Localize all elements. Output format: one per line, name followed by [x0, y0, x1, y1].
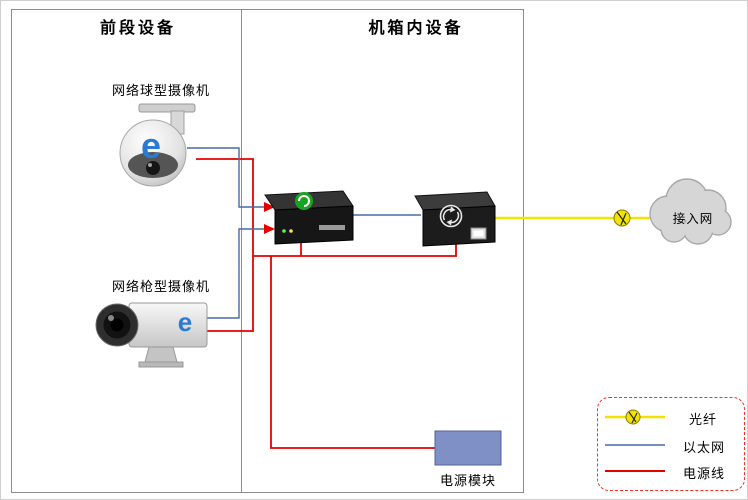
legend-label-ethernet: 以太网: [683, 440, 726, 455]
ethernet-lines: [187, 147, 421, 319]
box-lens-highlight: [108, 315, 114, 321]
converter-a-logo: [295, 192, 313, 210]
arrowhead-top: [264, 202, 275, 212]
box-lens-inner: [110, 318, 124, 332]
box-brand-logo: e: [178, 307, 192, 337]
converter-b-emblem-arc1: [442, 208, 452, 221]
power-module: [434, 430, 502, 466]
converter-b-emblem-arc2: [450, 211, 460, 224]
converter-a-led-green: [282, 229, 286, 233]
ethernet-dome-to-converter: [187, 147, 264, 208]
converter-b-front: [422, 205, 496, 247]
dome-lens-highlight: [148, 163, 152, 167]
converter-a-logo-swirl: [298, 195, 310, 207]
legend-box: [597, 397, 745, 491]
arrowhead-bottom: [264, 224, 275, 234]
access-network-label: 接入网: [672, 212, 714, 226]
dome-camera-label: 网络球型摄像机: [111, 83, 210, 98]
converter-b-emblem-ring: [439, 204, 463, 228]
chassis-equipment-panel: [241, 9, 524, 493]
arrowheads: [264, 202, 275, 234]
legend-fiber-sample: [605, 409, 665, 425]
front-panel-title: 前段设备: [99, 20, 176, 37]
access-network-cloud-icon: [649, 178, 732, 245]
box-camera-icon: e: [95, 302, 208, 368]
box-camera-label: 网络枪型摄像机: [111, 279, 210, 294]
converter-a-led-yellow: [289, 229, 293, 233]
converter-a-label-strip: [319, 225, 345, 230]
box-mount-base: [138, 361, 184, 368]
legend-fiber-hatch: [628, 411, 638, 424]
power-line-module: [270, 256, 435, 449]
dome-brand-logo: e: [141, 125, 161, 166]
converter-b-rj45-inner: [473, 230, 484, 237]
media-converter-a-icon: [264, 190, 354, 245]
legend-label-fiber: 光纤: [689, 412, 718, 427]
box-body: [128, 302, 208, 348]
fiber-connector-icon: [613, 209, 631, 227]
power-module-label: 电源模块: [439, 473, 496, 488]
ethernet-box-to-converter: [207, 228, 264, 319]
legend-label-power: 电源线: [683, 466, 726, 481]
fiber-connector-hatch: [616, 211, 627, 226]
dome-bracket-plate: [138, 103, 196, 113]
box-mount: [144, 346, 178, 363]
chassis-panel-title: 机箱内设备: [368, 20, 464, 37]
power-line-cameras: [196, 158, 254, 332]
front-equipment-panel: [11, 9, 242, 493]
power-rail: [253, 244, 457, 257]
converter-a-front: [274, 205, 354, 245]
converter-b-emblem-arrow1: [450, 206, 456, 213]
power-lines: [196, 158, 457, 449]
converter-b-emblem-arrow2: [446, 219, 452, 226]
media-converter-b-icon: [414, 191, 496, 247]
dome-camera-icon: e: [119, 103, 196, 187]
